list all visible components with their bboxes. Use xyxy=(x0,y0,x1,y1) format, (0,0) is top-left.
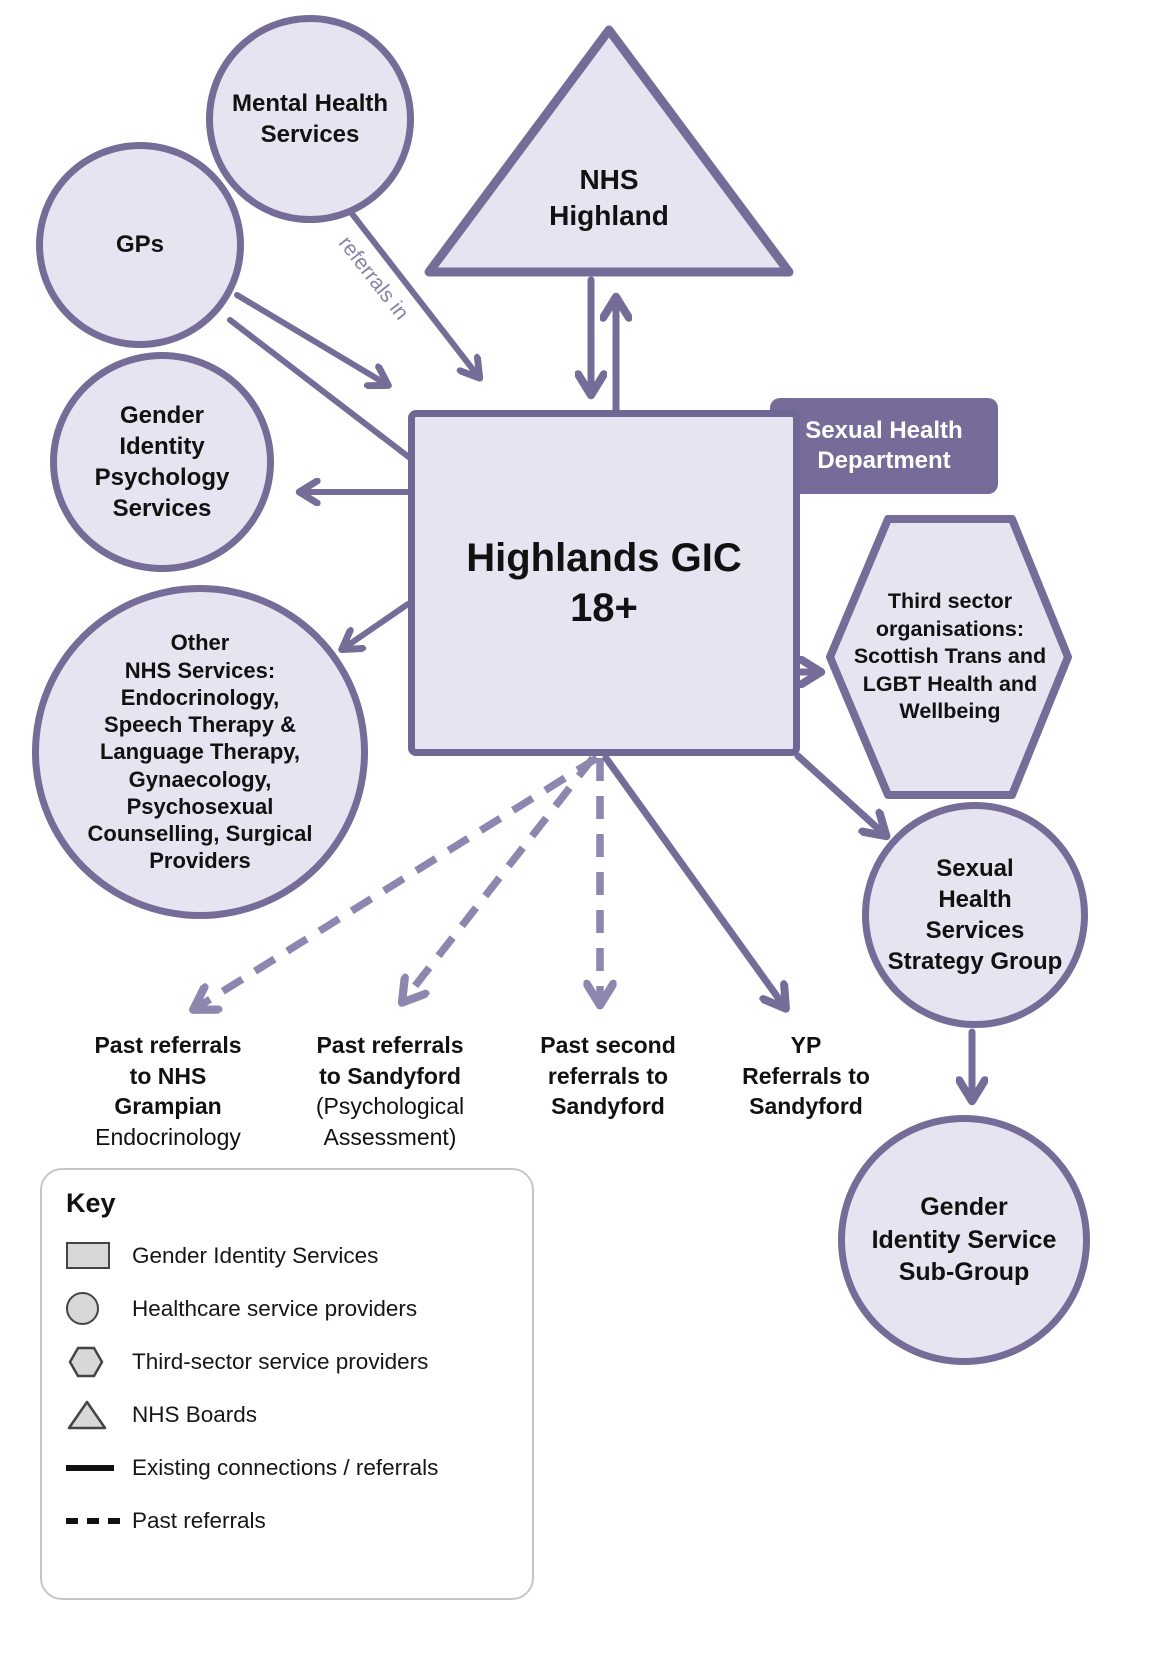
node-highlands-gic: Highlands GIC 18+ xyxy=(408,410,800,756)
arrow-gps-to-gic xyxy=(234,292,386,384)
legend-item-label: Past referrals xyxy=(132,1507,266,1533)
label-line: NHS xyxy=(157,1062,207,1089)
label-line: Past referrals xyxy=(316,1032,464,1058)
legend-item-third-sector-service-providers: Third-sector service providers xyxy=(66,1335,508,1388)
node-gender-identity-psychology-services: Gender Identity Psychology Services xyxy=(50,352,274,572)
label-line: referrals to xyxy=(547,1062,669,1089)
legend-item-nhs-boards: NHS Boards xyxy=(66,1388,508,1441)
arrow-past-nhs-grampian xyxy=(196,754,599,1008)
dashed-line-swatch-icon xyxy=(66,1517,132,1524)
label-line: to xyxy=(129,1062,158,1089)
solid-line-swatch-icon xyxy=(66,1464,132,1471)
rectangle-swatch-icon xyxy=(66,1242,132,1269)
legend-item-label: NHS Boards xyxy=(132,1401,258,1427)
legend-item-past-referrals: Past referrals xyxy=(66,1494,508,1547)
legend-item-label: Healthcare service providers xyxy=(132,1295,418,1321)
label-past-referrals-sandyford: Past referrals to Sandyford (Psychologic… xyxy=(280,1030,500,1152)
arrow-yp-referrals-sandyford xyxy=(602,754,784,1006)
node-other-nhs-services: Other NHS Services: Endocrinology, Speec… xyxy=(32,585,368,919)
legend-item-healthcare-service-providers: Healthcare service providers xyxy=(66,1282,508,1335)
node-gps: GPs xyxy=(36,142,244,348)
label-line: Sandyford xyxy=(749,1093,863,1120)
node-mental-health-services: Mental Health Services xyxy=(206,15,414,223)
circle-swatch-icon xyxy=(66,1292,132,1325)
label-line: Sandyford xyxy=(347,1062,461,1089)
hexagon-swatch-icon xyxy=(66,1344,132,1380)
label-yp-referrals-sandyford: YP Referrals to Sandyford xyxy=(711,1030,901,1122)
node-sexual-health-services-strategy-group: Sexual Health Services Strategy Group xyxy=(862,802,1088,1028)
label-line: YP xyxy=(790,1032,822,1058)
node-nhs-highland-label: NHS Highland xyxy=(549,164,669,232)
legend-item-label: Gender Identity Services xyxy=(132,1242,379,1268)
label-line: Past referrals xyxy=(94,1032,242,1058)
label-past-second-referrals-sandyford: Past second referrals to Sandyford xyxy=(503,1030,713,1122)
third-sector-hexagon-shape xyxy=(826,515,1072,799)
legend-title: Key xyxy=(66,1188,116,1218)
node-sexual-health-department: Sexual Health Department xyxy=(770,398,998,494)
label-line: Endocrinology xyxy=(95,1123,241,1150)
legend: Key Gender Identity Services Healthcare … xyxy=(40,1168,534,1600)
legend-item-existing-connections: Existing connections / referrals xyxy=(66,1441,508,1494)
node-third-sector-label: Third sector organisations: Scottish Tra… xyxy=(853,589,1047,724)
label-line: Sandyford xyxy=(551,1093,665,1120)
arrow-past-sandyford xyxy=(404,755,596,1000)
label-line: Past second xyxy=(540,1032,676,1058)
label-past-referrals-nhs-grampian: Past referrals to NHS Grampian Endocrino… xyxy=(58,1030,278,1152)
nhs-highland-triangle-shape xyxy=(424,25,794,277)
legend-item-label: Existing connections / referrals xyxy=(132,1454,439,1480)
label-line: Grampian xyxy=(114,1093,222,1120)
line-gps-to-gic xyxy=(227,317,413,461)
arrow-gic-to-other-nhs xyxy=(344,601,411,648)
arrow-mental-health-to-gic xyxy=(343,203,478,376)
arrow-gic-to-strategy-group xyxy=(794,752,884,834)
label-line: Referrals to xyxy=(742,1062,870,1089)
legend-item-label: Third-sector service providers xyxy=(132,1348,429,1374)
node-gender-identity-service-sub-group: Gender Identity Service Sub-Group xyxy=(838,1115,1090,1365)
legend-item-gender-identity-services: Gender Identity Services xyxy=(66,1229,508,1282)
label-line: to xyxy=(319,1062,348,1089)
triangle-swatch-icon xyxy=(66,1398,132,1432)
label-line: (Psychological xyxy=(315,1093,465,1120)
label-line: Assessment) xyxy=(323,1123,457,1150)
